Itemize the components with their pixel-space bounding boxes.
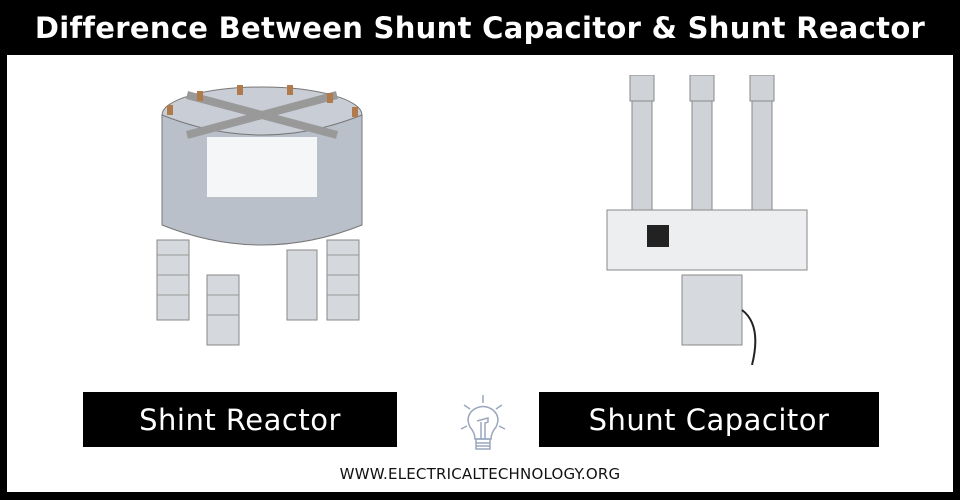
page-title: Difference Between Shunt Capacitor & Shu…	[34, 10, 926, 45]
shunt-capacitor-label-text: Shunt Capacitor	[588, 402, 830, 437]
shunt-capacitor-label: Shunt Capacitor	[539, 392, 879, 447]
shunt-capacitor-image	[606, 75, 808, 365]
content-panel: Shint Reactor Shunt Capacitor WWW.ELECTR…	[7, 55, 953, 492]
shunt-reactor-label: Shint Reactor	[83, 392, 397, 447]
shunt-reactor-label-text: Shint Reactor	[139, 402, 341, 437]
website-footer: WWW.ELECTRICALTECHNOLOGY.ORG	[339, 465, 621, 483]
shunt-reactor-image	[156, 85, 363, 346]
lightbulb-icon	[460, 395, 506, 450]
